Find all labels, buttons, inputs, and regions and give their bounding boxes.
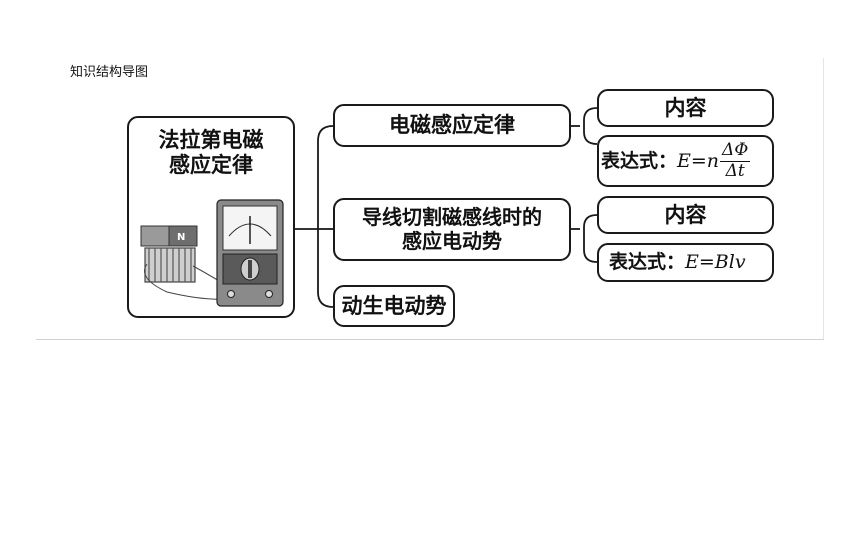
formula-2-expression: E=Blv <box>685 251 746 274</box>
leaf-formula-2: 表达式：E=Blv <box>597 243 774 282</box>
root-title-line2: 感应定律 <box>169 151 253 177</box>
root-node: 法拉第电磁 感应定律 N <box>127 116 295 318</box>
branch-2-line2: 感应电动势 <box>402 228 502 253</box>
formula-1-denominator: Δt <box>725 160 745 181</box>
formula-1-numerator: ΔΦ <box>720 139 751 162</box>
root-title-line1: 法拉第电磁 <box>158 127 264 152</box>
branch-emf-law: 电磁感应定律 <box>333 104 571 147</box>
formula-1-prefix: 表达式： <box>601 149 678 172</box>
root-title: 法拉第电磁 感应定律 <box>129 127 293 178</box>
galvanometer-magnet-illustration: N <box>140 199 284 307</box>
branch-2-brace <box>583 214 598 263</box>
leaf-content-1: 内容 <box>597 89 774 127</box>
bar-magnet: N <box>140 225 198 247</box>
galvanometer <box>216 199 284 307</box>
coil <box>144 247 196 283</box>
leaf-content-2: 内容 <box>597 196 774 234</box>
branch-1-brace <box>583 107 598 145</box>
branch-motional-emf: 动生电动势 <box>333 285 455 327</box>
formula-1-lhs: E=n <box>677 149 720 172</box>
sheet-border-right <box>823 58 824 340</box>
page-title: 知识结构导图 <box>70 65 149 80</box>
formula-2-prefix: 表达式： <box>609 251 686 274</box>
magnet-n-label: N <box>177 232 185 243</box>
branch-motional-emf-cutting: 导线切割磁感线时的 感应电动势 <box>333 198 571 261</box>
trunk-bracket <box>317 125 334 308</box>
sheet-border-bottom <box>36 339 824 340</box>
branch-2-line1: 导线切割磁感线时的 <box>362 204 542 229</box>
